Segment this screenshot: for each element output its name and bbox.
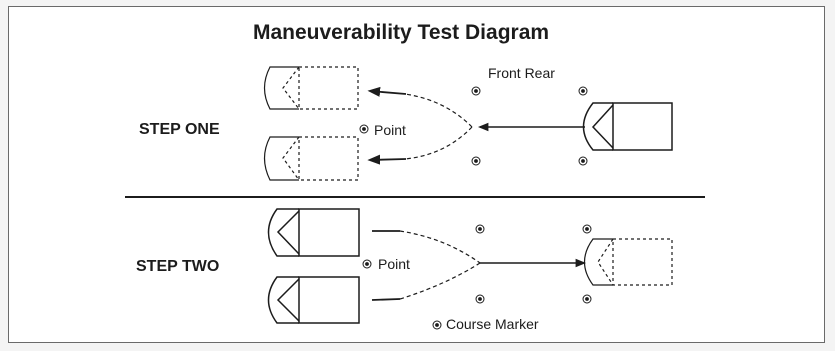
diagram-title: Maneuverability Test Diagram — [253, 21, 550, 44]
step-two-path-top — [399, 230, 481, 264]
step-two-back-line-bottom — [371, 298, 401, 301]
step-one-exit-arrow-top — [367, 86, 407, 97]
step-one-path-bottom — [404, 126, 473, 160]
point-label-step-one: Point — [374, 122, 406, 138]
step-two-path-bottom — [399, 262, 481, 300]
step-one-path-top — [404, 93, 473, 128]
vehicle-step-one-start — [582, 102, 673, 151]
step-one-label: STEP ONE — [139, 121, 220, 138]
step-one-exit-arrow-bottom — [367, 154, 407, 165]
vehicle-step-two-top — [267, 208, 360, 257]
diagram-frame — [8, 6, 825, 343]
front-rear-label: Front Rear — [488, 65, 555, 81]
course-markers-step-two — [362, 224, 592, 330]
point-label-step-two: Point — [378, 256, 410, 272]
vehicle-outline-step-one-bottom — [263, 136, 359, 181]
course-markers-step-one — [359, 86, 588, 166]
vehicle-outline-step-two-end — [583, 238, 673, 286]
vehicle-step-two-bottom — [267, 276, 360, 324]
step-two-label: STEP TWO — [136, 258, 220, 275]
course-marker-legend: Course Marker — [446, 316, 539, 332]
vehicle-outline-step-one-top — [263, 66, 359, 110]
